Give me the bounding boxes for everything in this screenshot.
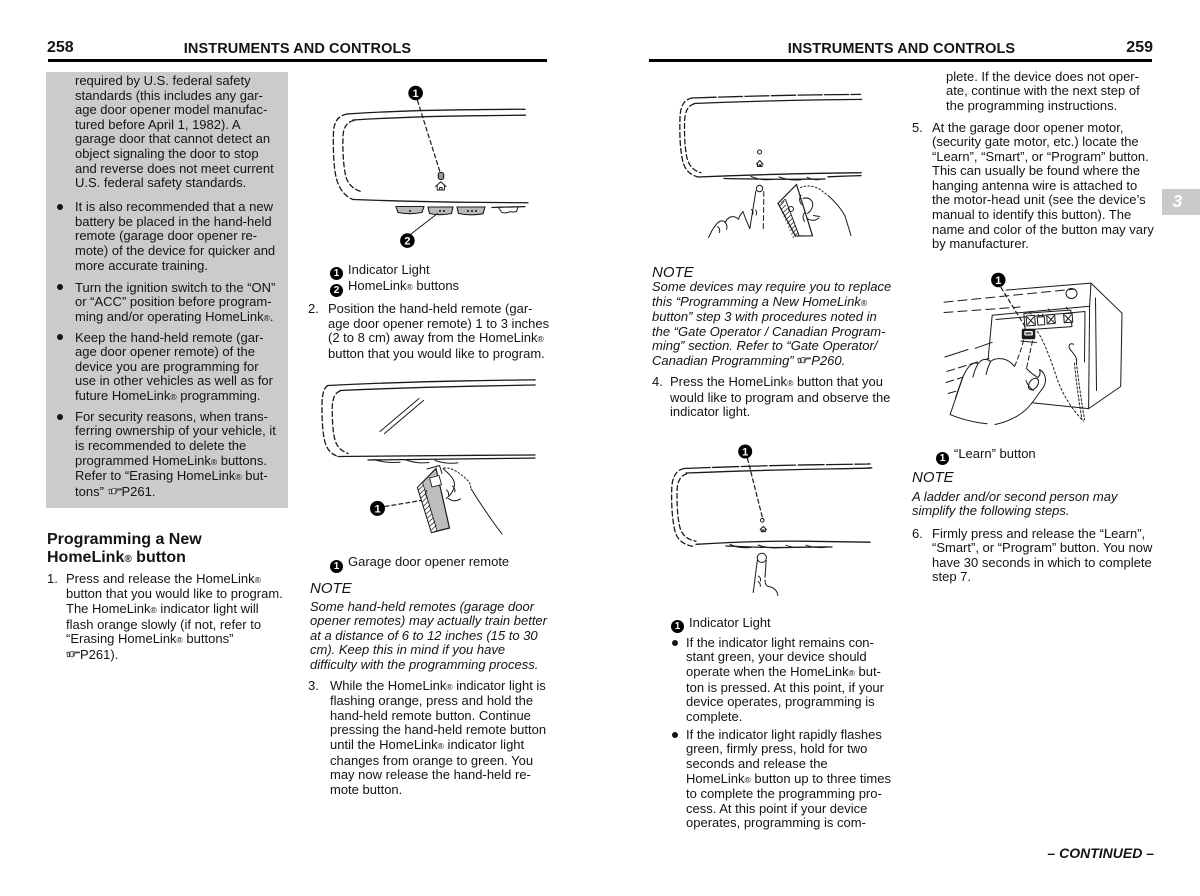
svg-text:1: 1	[742, 447, 748, 459]
svg-text:1: 1	[374, 503, 380, 515]
svg-text:1: 1	[995, 275, 1001, 287]
svg-text:1: 1	[413, 88, 419, 100]
svg-text:2: 2	[404, 236, 410, 248]
